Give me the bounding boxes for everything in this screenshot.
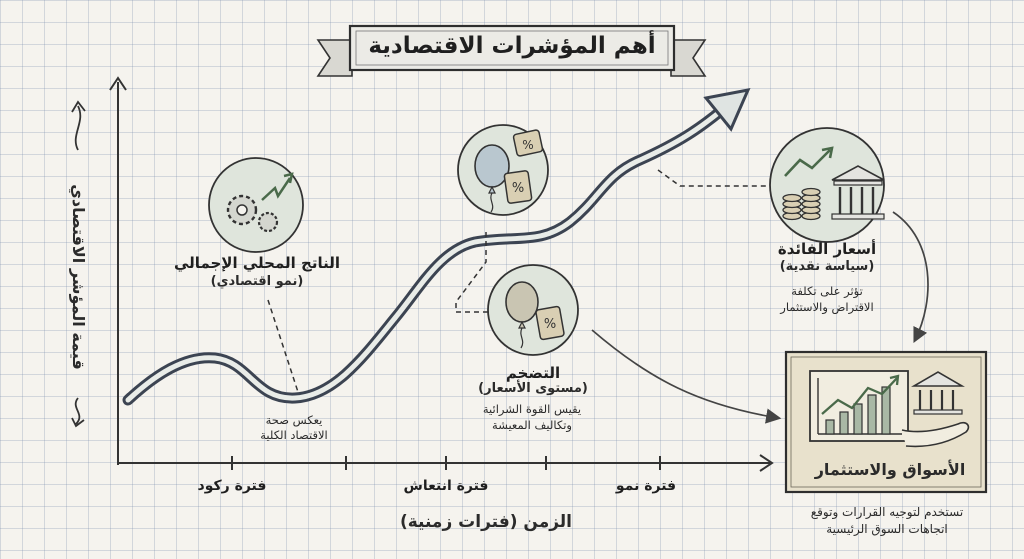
page-title: أهم المؤشرات الاقتصادية xyxy=(368,33,656,59)
gdp-title: الناتج المحلي الإجمالي xyxy=(174,254,340,272)
markets-note-line2: اتجاهات السوق الرئيسية xyxy=(826,522,948,536)
inflation-note-line1: يقيس القوة الشرائية xyxy=(482,402,582,416)
inflation-connector xyxy=(455,232,492,313)
y-axis xyxy=(109,76,127,465)
inflation-subtitle: (مستوى الأسعار) xyxy=(478,381,588,396)
interest-title: أسعار الفائدة xyxy=(777,240,877,258)
interest-to-markets-arrow xyxy=(892,211,929,344)
y-axis-break-icon xyxy=(71,397,85,428)
x-axis-label: الزمن (فترات زمنية) xyxy=(399,512,573,532)
interest-note-line2: الاقتراض والاستثمار xyxy=(780,300,874,314)
balloon-price-tag-icon: % % xyxy=(457,124,549,216)
title-banner xyxy=(316,24,707,77)
markets-note-line1: تستخدم لتوجيه القرارات وتوقع xyxy=(810,505,964,519)
y-axis-up-arrow-icon xyxy=(71,100,86,151)
gdp-note-line2: الاقتصاد الكلية xyxy=(260,428,328,442)
period-label-recovery: فترة انتعاش xyxy=(403,478,489,494)
svg-text:%: % xyxy=(522,138,533,152)
inflation-note-line2: وتكاليف المعيشة xyxy=(492,418,572,432)
interest-connector xyxy=(657,169,770,187)
svg-text:%: % xyxy=(544,317,556,332)
period-label-growth: فترة نمو xyxy=(615,478,677,494)
gears-growth-icon xyxy=(208,157,304,253)
interest-subtitle: (سياسة نقدية) xyxy=(779,259,875,274)
gdp-subtitle: (نمو اقتصادي) xyxy=(210,274,304,289)
inflation-to-markets-arrow xyxy=(591,329,782,424)
trend-curve xyxy=(122,87,751,406)
rising-chart-bank-hand-icon xyxy=(809,370,970,448)
gdp-note-line1: يعكس صحة xyxy=(265,413,323,427)
balloon-price-tag-icon: % xyxy=(487,264,579,356)
markets-title: الأسواق والاستثمار xyxy=(814,460,966,479)
bank-coins-icon xyxy=(769,127,885,243)
svg-text:%: % xyxy=(512,181,524,196)
inflation-title: التضخم xyxy=(505,364,561,382)
period-label-recession: فترة ركود xyxy=(197,478,267,494)
interest-note-line1: تؤثر على تكلفة xyxy=(791,284,863,298)
gdp-connector xyxy=(267,299,299,393)
x-axis xyxy=(118,454,774,472)
y-axis-label: قيمة المؤشر الاقتصادي xyxy=(69,184,88,370)
